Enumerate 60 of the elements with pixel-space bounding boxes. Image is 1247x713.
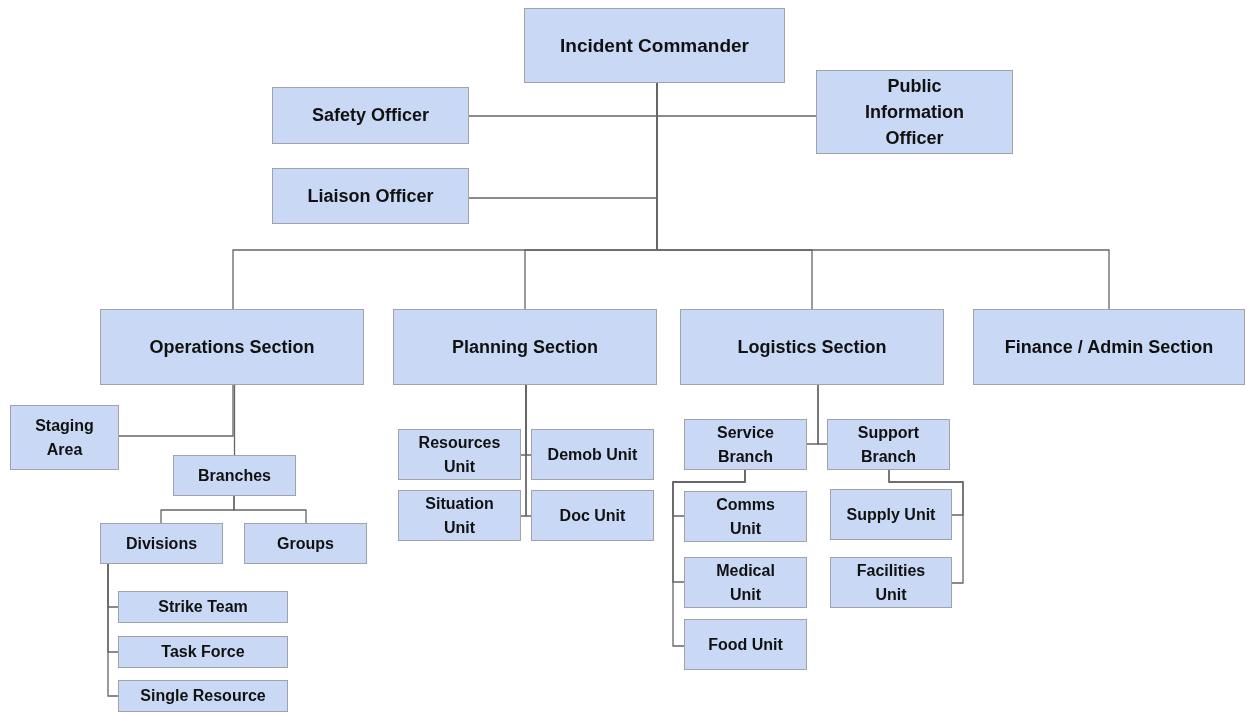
org-box	[684, 557, 807, 608]
role-title: Strike Team	[158, 598, 248, 616]
connector-line	[118, 384, 234, 437]
org-box	[393, 309, 657, 385]
connector-line	[525, 384, 532, 517]
org-box	[118, 680, 288, 712]
org-box	[827, 419, 950, 470]
org-box	[398, 429, 521, 480]
org-box	[272, 168, 469, 224]
connector-line	[888, 469, 964, 584]
role-title: Facilities Unit	[855, 561, 927, 605]
role-title: Groups	[277, 534, 334, 553]
connector-line	[233, 495, 307, 524]
role-title: Task Force	[161, 643, 245, 661]
role-title: Food Unit	[708, 634, 783, 655]
org-box	[531, 490, 654, 541]
role-title: Service Branch	[716, 423, 775, 467]
role-title: Support Branch	[856, 423, 921, 467]
role-title: Logistics Section	[737, 335, 887, 359]
org-box	[398, 490, 521, 541]
org-box	[973, 309, 1245, 385]
role-title: Safety Officer	[311, 104, 429, 128]
role-title: Situation Unit	[424, 494, 495, 538]
role-title: Supply Unit	[846, 504, 936, 525]
org-box	[830, 557, 952, 608]
role-title: Single Resource	[140, 687, 266, 705]
org-box	[118, 591, 288, 623]
role-title: Medical Unit	[715, 561, 776, 605]
role-title: Comms Unit	[715, 495, 776, 539]
org-box	[118, 636, 288, 668]
org-box	[244, 523, 367, 564]
org-box	[531, 429, 654, 480]
role-title: Branches	[198, 466, 271, 485]
role-title: Resources Unit	[417, 433, 502, 477]
org-box	[100, 309, 364, 385]
org-box	[684, 619, 807, 670]
role-title: Public Information Officer	[864, 74, 965, 151]
role-title: Liaison Officer	[307, 184, 434, 208]
org-box	[684, 419, 807, 470]
connector-line	[817, 384, 828, 445]
org-box	[173, 455, 296, 496]
org-box	[524, 8, 785, 83]
role-title: Staging Area	[34, 416, 95, 460]
org-box	[830, 489, 952, 540]
role-title: Doc Unit	[559, 505, 626, 526]
org-box	[816, 70, 1013, 154]
org-box	[680, 309, 944, 385]
role-title: Operations Section	[149, 335, 315, 359]
org-box	[100, 523, 223, 564]
org-box	[684, 491, 807, 542]
role-title: Planning Section	[452, 335, 598, 359]
role-title: Finance / Admin Section	[1004, 335, 1214, 359]
role-title: Incident Commander	[560, 33, 749, 58]
org-box	[272, 87, 469, 144]
connector-line	[672, 469, 746, 647]
connector-line	[107, 563, 119, 697]
role-title: Divisions	[125, 534, 198, 553]
org-box	[10, 405, 119, 470]
role-title: Demob Unit	[547, 444, 638, 465]
connector-line	[233, 384, 236, 456]
